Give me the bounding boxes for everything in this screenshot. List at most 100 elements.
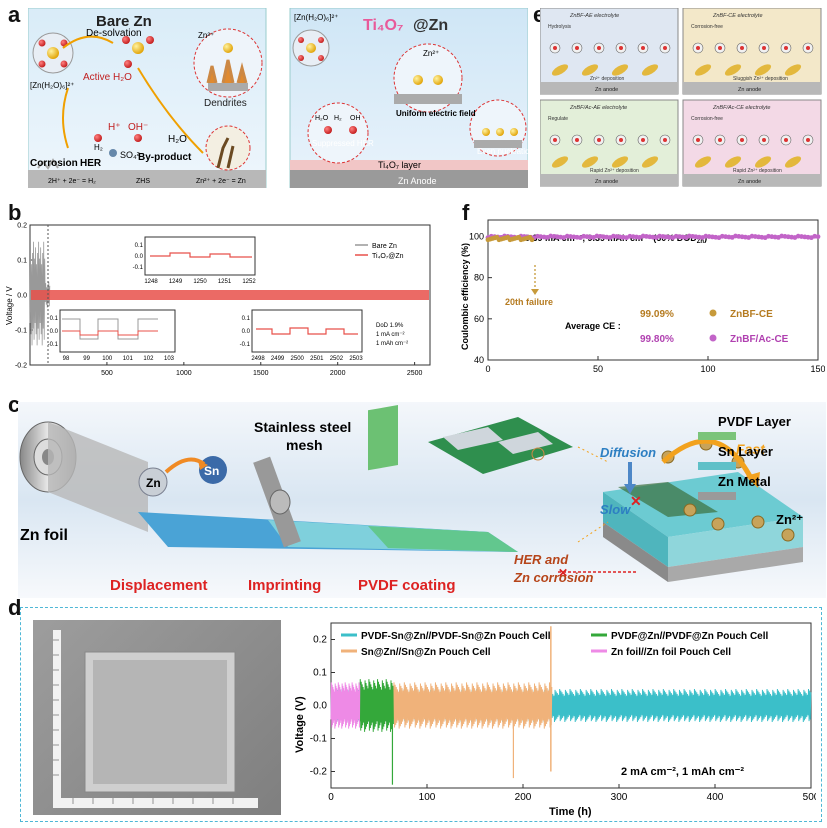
panel-a-so4: SO₄²⁻ bbox=[120, 150, 145, 160]
panel-b-inset-xtick: 2502 bbox=[330, 356, 344, 362]
panel-f-legend-2: ZnBF/Ac-CE bbox=[730, 334, 789, 345]
panel-d-xtick: 200 bbox=[515, 792, 532, 803]
panel-b-inset-ytick: 0.1 bbox=[135, 243, 144, 249]
panel-e-card-title-3: ZnBF/Ac-AE electrolyte bbox=[569, 105, 627, 111]
panel-a-byproduct: By-product bbox=[138, 152, 192, 163]
panel-f-failure-label: 20th failure bbox=[505, 297, 553, 307]
panel-e-card-caption-3: Zn anode bbox=[595, 179, 618, 185]
panel-a-layer: Ti₄O₇ layer bbox=[378, 160, 421, 170]
panel-f-ytick: 40 bbox=[474, 355, 484, 365]
panel-f-point-zbfac bbox=[815, 234, 821, 240]
panel-b-legend-ti: Ti₄O₇@Zn bbox=[372, 253, 404, 260]
svg-text:✕: ✕ bbox=[558, 566, 568, 580]
panel-c-diffusion: Diffusion bbox=[600, 445, 656, 460]
panel-b-ytick: 0.0 bbox=[17, 293, 27, 300]
panel-a-ohminus: OH⁻ bbox=[128, 122, 148, 133]
panel-a-figure: Bare Zn [Zn(H₂O)₆]²⁺ De-solvation Active… bbox=[27, 7, 534, 189]
panel-a-hplus: H⁺ bbox=[108, 122, 121, 133]
panel-c-figure: ✕ ✕ Zn foil Zn Sn Stainless steel mesh D… bbox=[18, 402, 826, 598]
panel-b-ytick: 0.1 bbox=[17, 258, 27, 265]
panel-e-card-note1-1: Hydrolysis bbox=[548, 24, 572, 30]
panel-e-card-note2-2: Sluggish Zn²⁺ deposition bbox=[733, 76, 788, 82]
panel-a-left-title: Bare Zn bbox=[96, 13, 152, 30]
panel-b-inset-ytick: 0.0 bbox=[242, 329, 251, 335]
panel-f-avg-1: 99.09% bbox=[640, 309, 674, 320]
panel-b-series-ti4o7 bbox=[31, 290, 429, 300]
panel-a-right-title-prefix: Ti₄O₇ bbox=[363, 17, 403, 34]
panel-e-card-title-4: ZnBF/Ac-CE electrolyte bbox=[712, 105, 770, 111]
panel-c-sn: Sn bbox=[204, 464, 219, 478]
panel-a-suppressed-her: Suppressed HER bbox=[312, 139, 374, 148]
panel-b-annotation-1: DoD 1.9% bbox=[376, 323, 404, 329]
panel-f-chart: Coulombic efficiency (%) 9.39 mA cm⁻², 9… bbox=[460, 219, 826, 374]
panel-a-right-h2o: H₂O bbox=[315, 115, 329, 122]
panel-a-zhs: ZHS bbox=[136, 178, 150, 185]
panel-d-xtick: 500 bbox=[803, 792, 816, 803]
panel-e-card-caption-4: Zn anode bbox=[738, 179, 761, 185]
panel-f-legend-1: ZnBF-CE bbox=[730, 309, 773, 320]
panel-c-corrosion: Zn corrosion bbox=[513, 570, 594, 585]
panel-f-legend-marker-2 bbox=[709, 334, 717, 342]
panel-b-annotation-3: 1 mAh cm⁻² bbox=[376, 341, 408, 347]
panel-a-desolvation: De-solvation bbox=[86, 28, 142, 39]
panel-a-corrosion: Corrosion bbox=[30, 158, 78, 169]
panel-c-displacement: Displacement bbox=[110, 577, 208, 594]
panel-a-eq1: 2H⁺ + 2e⁻ = H₂ bbox=[48, 178, 96, 185]
panel-b-inset-xtick: 103 bbox=[164, 356, 175, 362]
panel-d-xtick: 0 bbox=[328, 792, 334, 803]
panel-f-point-zbfce bbox=[529, 237, 535, 243]
panel-e-card-note1-2: Corrosion-free bbox=[691, 24, 723, 30]
panel-e-card-note2-1: Zn²⁺ deposition bbox=[590, 76, 625, 82]
panel-b-inset-xtick: 1250 bbox=[193, 279, 207, 285]
panel-d-ylabel: Voltage (V) bbox=[294, 696, 306, 753]
panel-a-h2: H₂ bbox=[94, 143, 103, 152]
panel-a-dendrites: Dendrites bbox=[204, 98, 247, 109]
panel-label-c: c bbox=[8, 392, 21, 417]
panel-f: Coulombic efficiency (%) 9.39 mA cm⁻², 9… bbox=[455, 205, 826, 390]
panel-d-ytick: 0.1 bbox=[313, 668, 327, 679]
panel-b-inset-ytick: -0.1 bbox=[240, 342, 251, 348]
panel-d-chart: Voltage (V) Time (h) 0.20.10.0-0.1-0.2 0… bbox=[294, 622, 816, 818]
panel-b-inset-xtick: 102 bbox=[143, 356, 154, 362]
panel-b-inset-xtick: 2503 bbox=[349, 356, 363, 362]
panel-b-ylabel: Voltage / V bbox=[5, 286, 14, 325]
panel-b-inset-xtick: 101 bbox=[123, 356, 134, 362]
panel-e-card-note1-4: Corrosion-free bbox=[691, 116, 723, 122]
panel-d-legend-label: Sn@Zn//Sn@Zn Pouch Cell bbox=[361, 647, 491, 658]
panel-d-xtick: 300 bbox=[611, 792, 628, 803]
panel-e-card-caption-1: Zn anode bbox=[595, 87, 618, 93]
panel-a-complex-label: [Zn(H₂O)₆]²⁺ bbox=[30, 81, 74, 90]
panel-e-card-title-1: ZnBF-AE electrolyte bbox=[569, 13, 619, 19]
panel-c-mesh-line1: Stainless steel bbox=[254, 419, 351, 435]
panel-f-xtick: 100 bbox=[700, 364, 715, 374]
panel-a-even-nucleation: Even nucleation bbox=[477, 147, 528, 156]
panel-a-eq2: Zn²⁺ + 2e⁻ = Zn bbox=[196, 178, 246, 185]
panel-f-xtick: 150 bbox=[810, 364, 825, 374]
panel-d-series-sn bbox=[392, 682, 553, 729]
panel-d-legend-label: PVDF-Sn@Zn//PVDF-Sn@Zn Pouch Cell bbox=[361, 631, 551, 642]
panel-b-ytick: -0.2 bbox=[15, 363, 27, 370]
panel-d-legend-label: Zn foil//Zn foil Pouch Cell bbox=[611, 647, 731, 658]
panel-b-inset-xtick: 2500 bbox=[291, 356, 305, 362]
panel-e-card-4: ZnBF/Ac-CE electrolyte Zn anode Corrosion-… bbox=[682, 99, 822, 187]
panel-c: ✕ ✕ Zn foil Zn Sn Stainless steel mesh D… bbox=[18, 402, 826, 598]
panel-f-avg-label: Average CE : bbox=[565, 321, 621, 331]
panel-e-card-caption-2: Zn anode bbox=[738, 87, 761, 93]
panel-b-xtick: 500 bbox=[101, 370, 113, 377]
panel-b-inset-xtick: 98 bbox=[63, 356, 70, 362]
panel-f-xtick: 0 bbox=[485, 364, 490, 374]
panel-b-ytick: 0.2 bbox=[17, 223, 27, 230]
panel-a-right-h2: H₂ bbox=[334, 115, 342, 122]
panel-label-d: d bbox=[8, 595, 22, 620]
panel-b-inset-xtick: 1248 bbox=[144, 279, 158, 285]
panel-f-legend-marker-1 bbox=[709, 309, 717, 317]
panel-a-anode: Zn Anode bbox=[398, 176, 437, 186]
panel-a-active-water: Active H₂O bbox=[83, 72, 132, 83]
panel-d-series-pvdf bbox=[359, 679, 394, 732]
